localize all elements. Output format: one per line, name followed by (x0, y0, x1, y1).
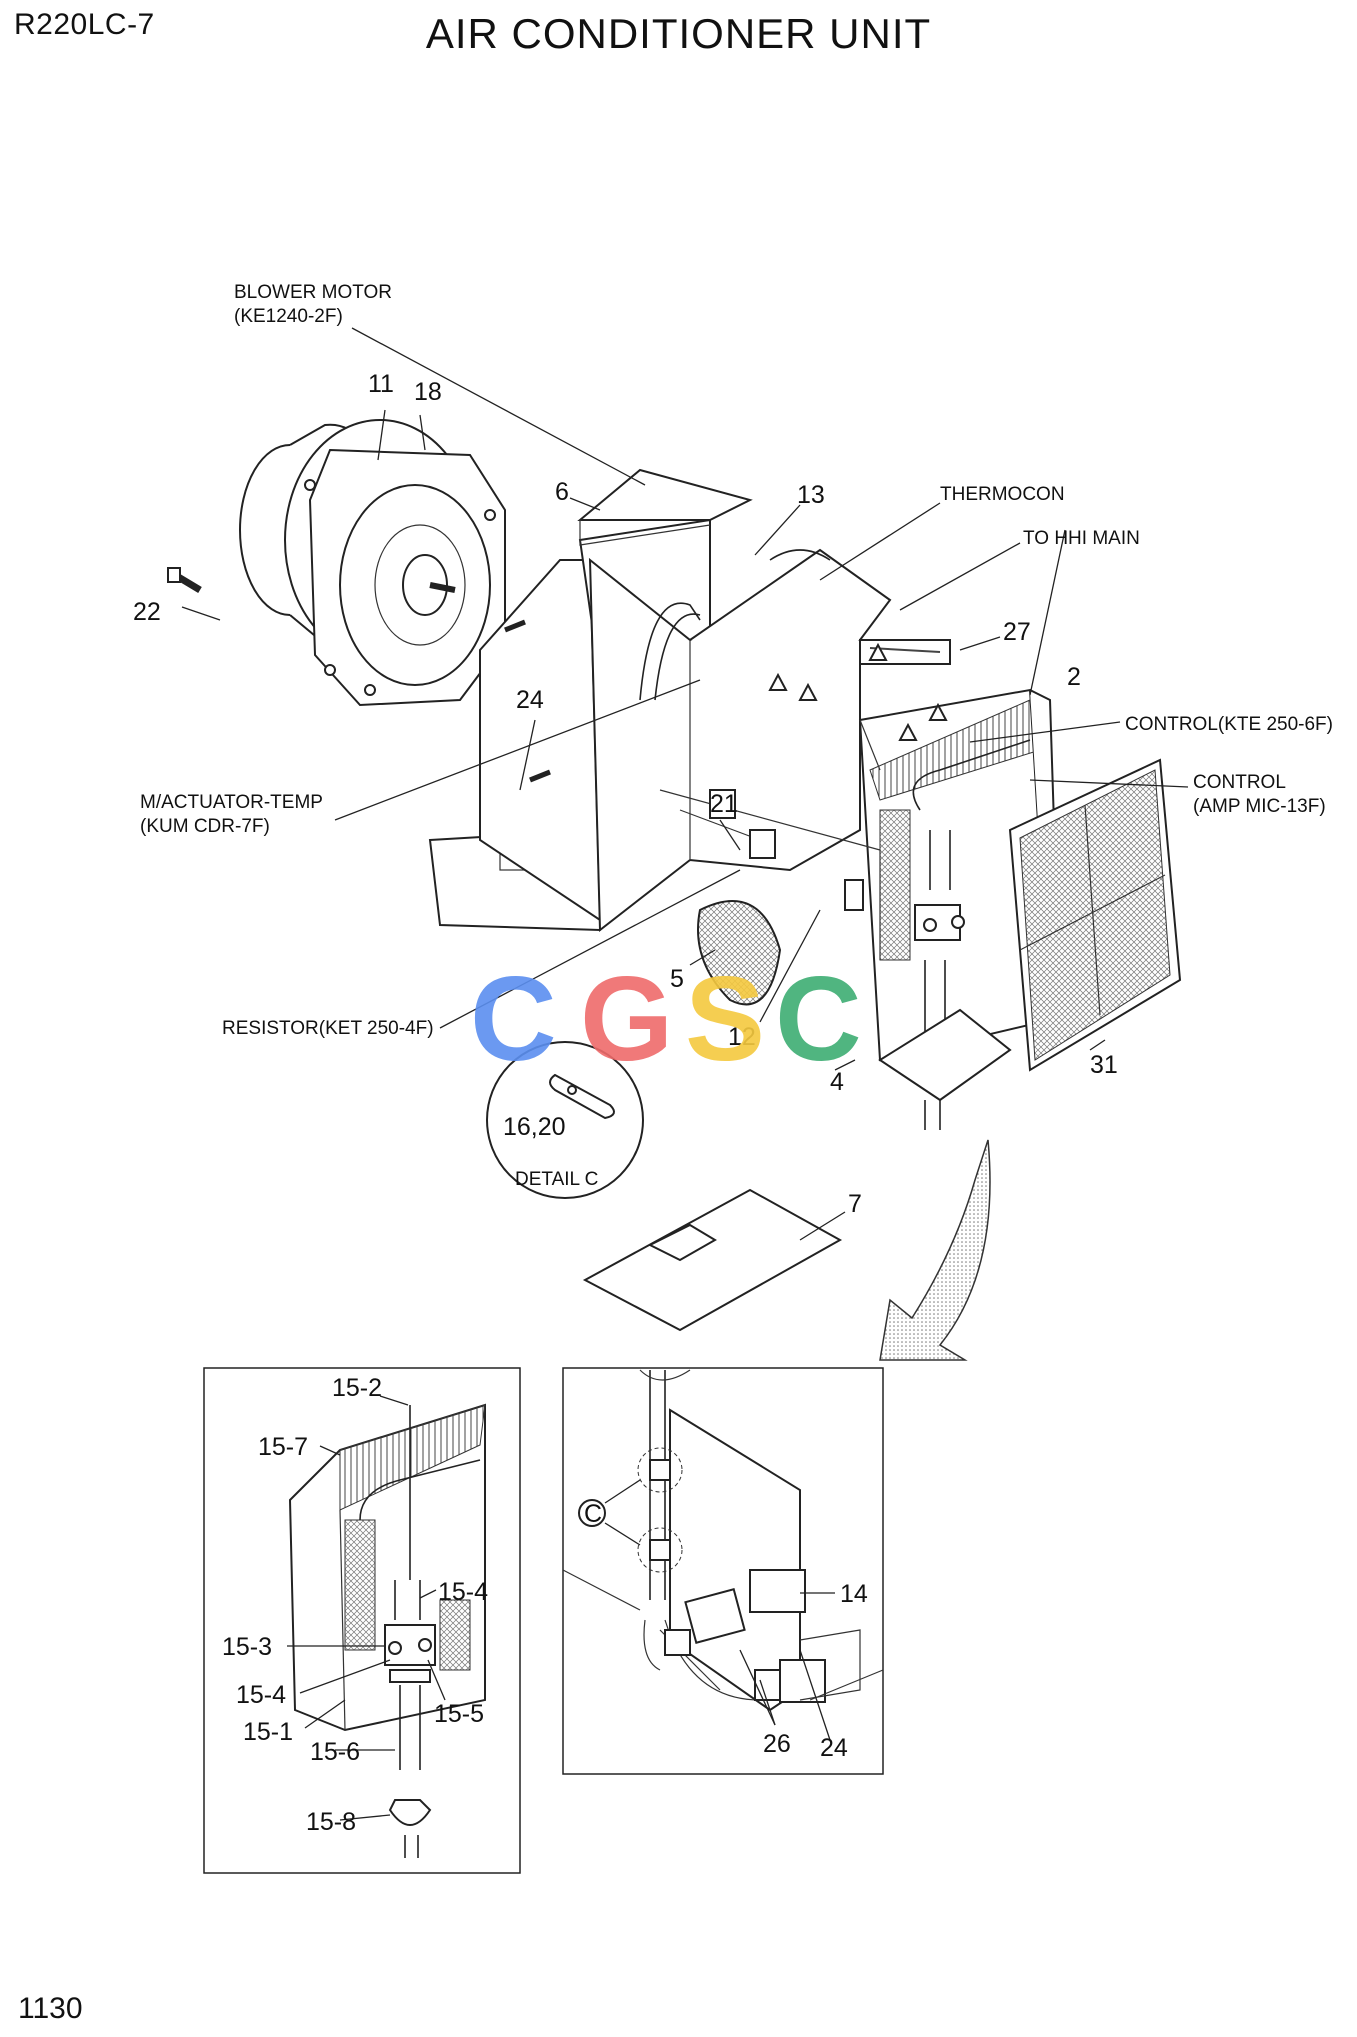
part-31: 31 (1090, 1051, 1118, 1079)
thermocon-label: THERMOCON (940, 484, 1065, 505)
watermark-letter: C (470, 952, 557, 1086)
plate-7 (582, 1188, 843, 1332)
blower-motor-code: (KE1240-2F) (234, 306, 343, 327)
part-12: 12 (728, 1023, 756, 1051)
part-27: 27 (1003, 618, 1031, 646)
part-18: 18 (414, 378, 442, 406)
part-15-1: 15-1 (243, 1718, 293, 1746)
part-11: 11 (368, 370, 394, 398)
detail-c-part: 16,20 (503, 1113, 566, 1141)
control-amp-label: CONTROL (1193, 772, 1286, 793)
watermark-letter: C (775, 952, 862, 1086)
part-15-4-lower: 15-4 (236, 1681, 286, 1709)
leader-lines (181, 327, 1189, 1821)
watermark-letter: G (580, 952, 673, 1086)
wiring-detail (562, 1369, 884, 1712)
part-4: 4 (830, 1068, 844, 1096)
part-2: 2 (1067, 663, 1081, 691)
part-21: 21 (710, 790, 738, 818)
part-5: 5 (670, 965, 684, 993)
part-22: 22 (133, 598, 161, 626)
actuator-label: M/ACTUATOR-TEMP (140, 792, 323, 813)
control-amp-code: (AMP MIC-13F) (1193, 796, 1326, 817)
cgsc-watermark-logo: C G S C (470, 952, 862, 1086)
control-kte-label: CONTROL(KTE 250-6F) (1125, 714, 1333, 735)
to-hhi-main-label: TO HHI MAIN (1023, 528, 1140, 549)
resistor-label: RESISTOR(KET 250-4F) (222, 1018, 434, 1039)
part-15-2: 15-2 (332, 1374, 382, 1402)
detail-c-label: DETAIL C (515, 1169, 598, 1190)
arrow-to-detail-icon (879, 1139, 991, 1361)
detail-marker-c: C (584, 1500, 602, 1528)
bolt-22 (167, 567, 202, 594)
part-7: 7 (848, 1190, 862, 1218)
part-6: 6 (555, 478, 569, 506)
evaporator-detail (288, 1403, 486, 1858)
ac-housing (428, 468, 1062, 1130)
watermark-letter: S (685, 952, 765, 1086)
part-15-7: 15-7 (258, 1433, 308, 1461)
page-title: AIR CONDITIONER UNIT (425, 10, 932, 57)
detail-c-circle (486, 1041, 644, 1199)
evaporator-detail-box (203, 1367, 521, 1874)
part-15-5: 15-5 (434, 1700, 484, 1728)
part-14: 14 (840, 1580, 868, 1608)
part-24: 24 (516, 686, 544, 714)
filter-31 (1008, 758, 1182, 1072)
part-numbers: 11 18 6 13 22 24 27 2 21 5 12 4 31 7 15-… (133, 370, 1118, 1836)
part-15-4-upper: 15-4 (438, 1578, 488, 1606)
part-24-detail: 24 (820, 1734, 848, 1762)
model-code: R220LC-7 (14, 8, 155, 41)
part-26: 26 (763, 1730, 791, 1758)
blower-motor-label: BLOWER MOTOR (234, 282, 392, 303)
callout-labels: BLOWER MOTOR (KE1240-2F) THERMOCON TO HH… (140, 282, 1333, 1528)
actuator-code: (KUM CDR-7F) (140, 816, 270, 837)
part-15-6: 15-6 (310, 1738, 360, 1766)
part-13: 13 (797, 481, 825, 509)
wiring-detail-box (562, 1367, 884, 1775)
part-15-8: 15-8 (306, 1808, 356, 1836)
part-15-3: 15-3 (222, 1633, 272, 1661)
page-number: 1130 (18, 1992, 83, 2025)
blower-motor (239, 419, 506, 707)
